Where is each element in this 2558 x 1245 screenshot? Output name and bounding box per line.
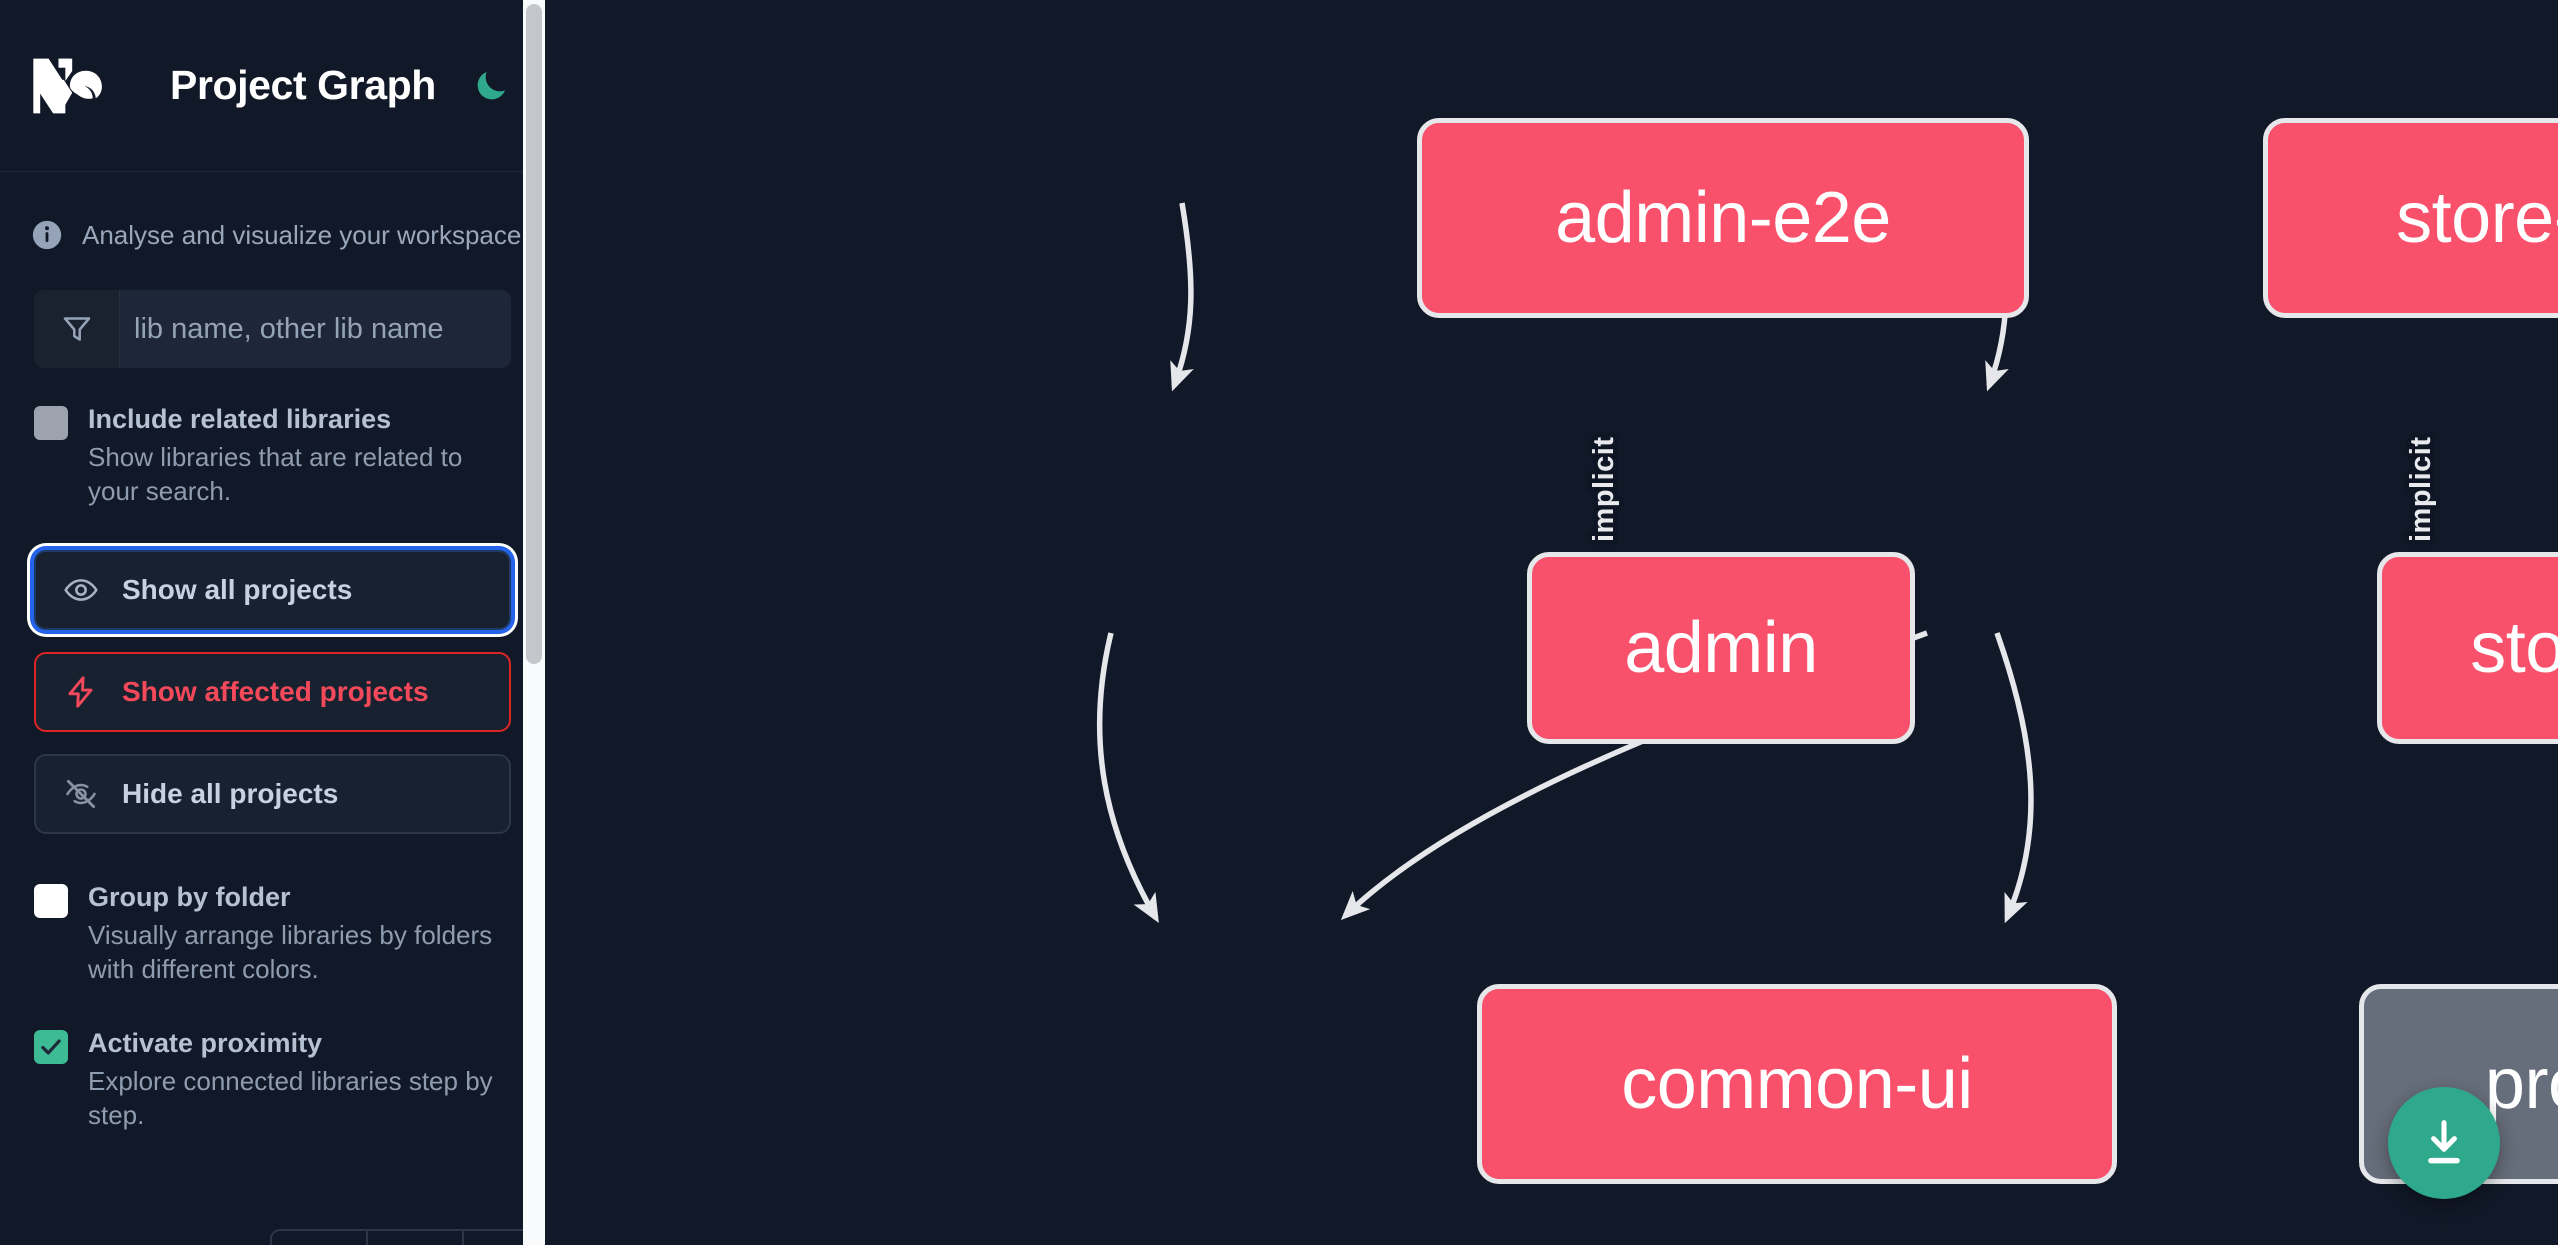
checkbox-include-related-libraries[interactable]: Include related libraries Show libraries…: [0, 402, 545, 508]
search-filter[interactable]: [34, 290, 511, 368]
group-by-folder-description: Visually arrange libraries by folders wi…: [88, 919, 493, 985]
graph-node-admin[interactable]: admin: [1527, 552, 1915, 744]
sidebar: Project Graph Analyse and visualize your…: [0, 0, 545, 1245]
graph-node-store[interactable]: store: [2377, 552, 2558, 744]
graph-node-label: store-e2e: [2396, 178, 2558, 258]
sidebar-scrollbar[interactable]: [523, 0, 545, 1245]
lightning-icon: [62, 673, 100, 711]
sidebar-tagline: Analyse and visualize your workspace.: [0, 172, 545, 262]
graph-node-label: products: [2484, 1044, 2558, 1124]
page-title: Project Graph: [170, 62, 436, 108]
search-input[interactable]: [120, 290, 511, 368]
projects-button-group: Show all projects Show affected projects: [0, 550, 545, 835]
graph-node-admin-e2e[interactable]: admin-e2e: [1417, 118, 2029, 318]
include-related-description: Show libraries that are related to your …: [88, 441, 463, 506]
filter-funnel-icon: [34, 290, 120, 368]
activate-proximity-checkbox[interactable]: [34, 1030, 68, 1065]
graph-node-label: store: [2470, 608, 2558, 688]
group-by-folder-checkbox[interactable]: [34, 884, 68, 919]
include-related-checkbox[interactable]: [34, 406, 68, 440]
graph-canvas[interactable]: admin-e2e store-e2e admin store common-u…: [545, 0, 2558, 1245]
checkbox-group-by-folder[interactable]: Group by folder Visually arrange librari…: [0, 880, 545, 986]
show-affected-projects-label: Show affected projects: [122, 676, 429, 708]
hide-all-projects-button[interactable]: Hide all projects: [34, 754, 511, 835]
hide-all-projects-label: Hide all projects: [122, 778, 339, 810]
tagline-text: Analyse and visualize your workspace.: [82, 219, 529, 250]
download-icon: [2428, 1120, 2460, 1164]
graph-node-label: common-ui: [1621, 1044, 1973, 1124]
moon-icon[interactable]: [470, 65, 512, 107]
segment-2[interactable]: [368, 1231, 464, 1245]
include-related-label: Include related libraries: [88, 404, 392, 434]
graph-node-common-ui[interactable]: common-ui: [1477, 984, 2117, 1184]
eye-slash-icon: [62, 775, 100, 813]
sidebar-scrollbar-thumb[interactable]: [526, 4, 542, 664]
graph-node-label: admin-e2e: [1555, 178, 1891, 258]
edge-label-implicit-admin: implicit: [1587, 436, 1620, 543]
show-all-projects-label: Show all projects: [122, 574, 353, 606]
eye-icon: [62, 571, 100, 609]
graph-node-label: admin: [1624, 608, 1818, 688]
sidebar-header: Project Graph: [0, 0, 545, 172]
activate-proximity-description: Explore connected libraries step by step…: [88, 1065, 493, 1131]
show-all-projects-button[interactable]: Show all projects: [34, 550, 511, 631]
show-affected-projects-button[interactable]: Show affected projects: [34, 652, 511, 733]
segment-1[interactable]: [272, 1231, 368, 1245]
graph-node-store-e2e[interactable]: store-e2e: [2263, 118, 2558, 318]
checkbox-activate-proximity[interactable]: Activate proximity Explore connected lib…: [0, 1026, 545, 1132]
group-by-folder-label: Group by folder: [88, 882, 291, 913]
activate-proximity-label: Activate proximity: [88, 1028, 323, 1059]
nx-logo: [30, 54, 122, 118]
info-icon: [30, 218, 64, 252]
segmented-control-partial[interactable]: [270, 1229, 545, 1245]
edge-label-implicit-store: implicit: [2404, 436, 2437, 543]
download-graph-button[interactable]: [2388, 1087, 2500, 1199]
